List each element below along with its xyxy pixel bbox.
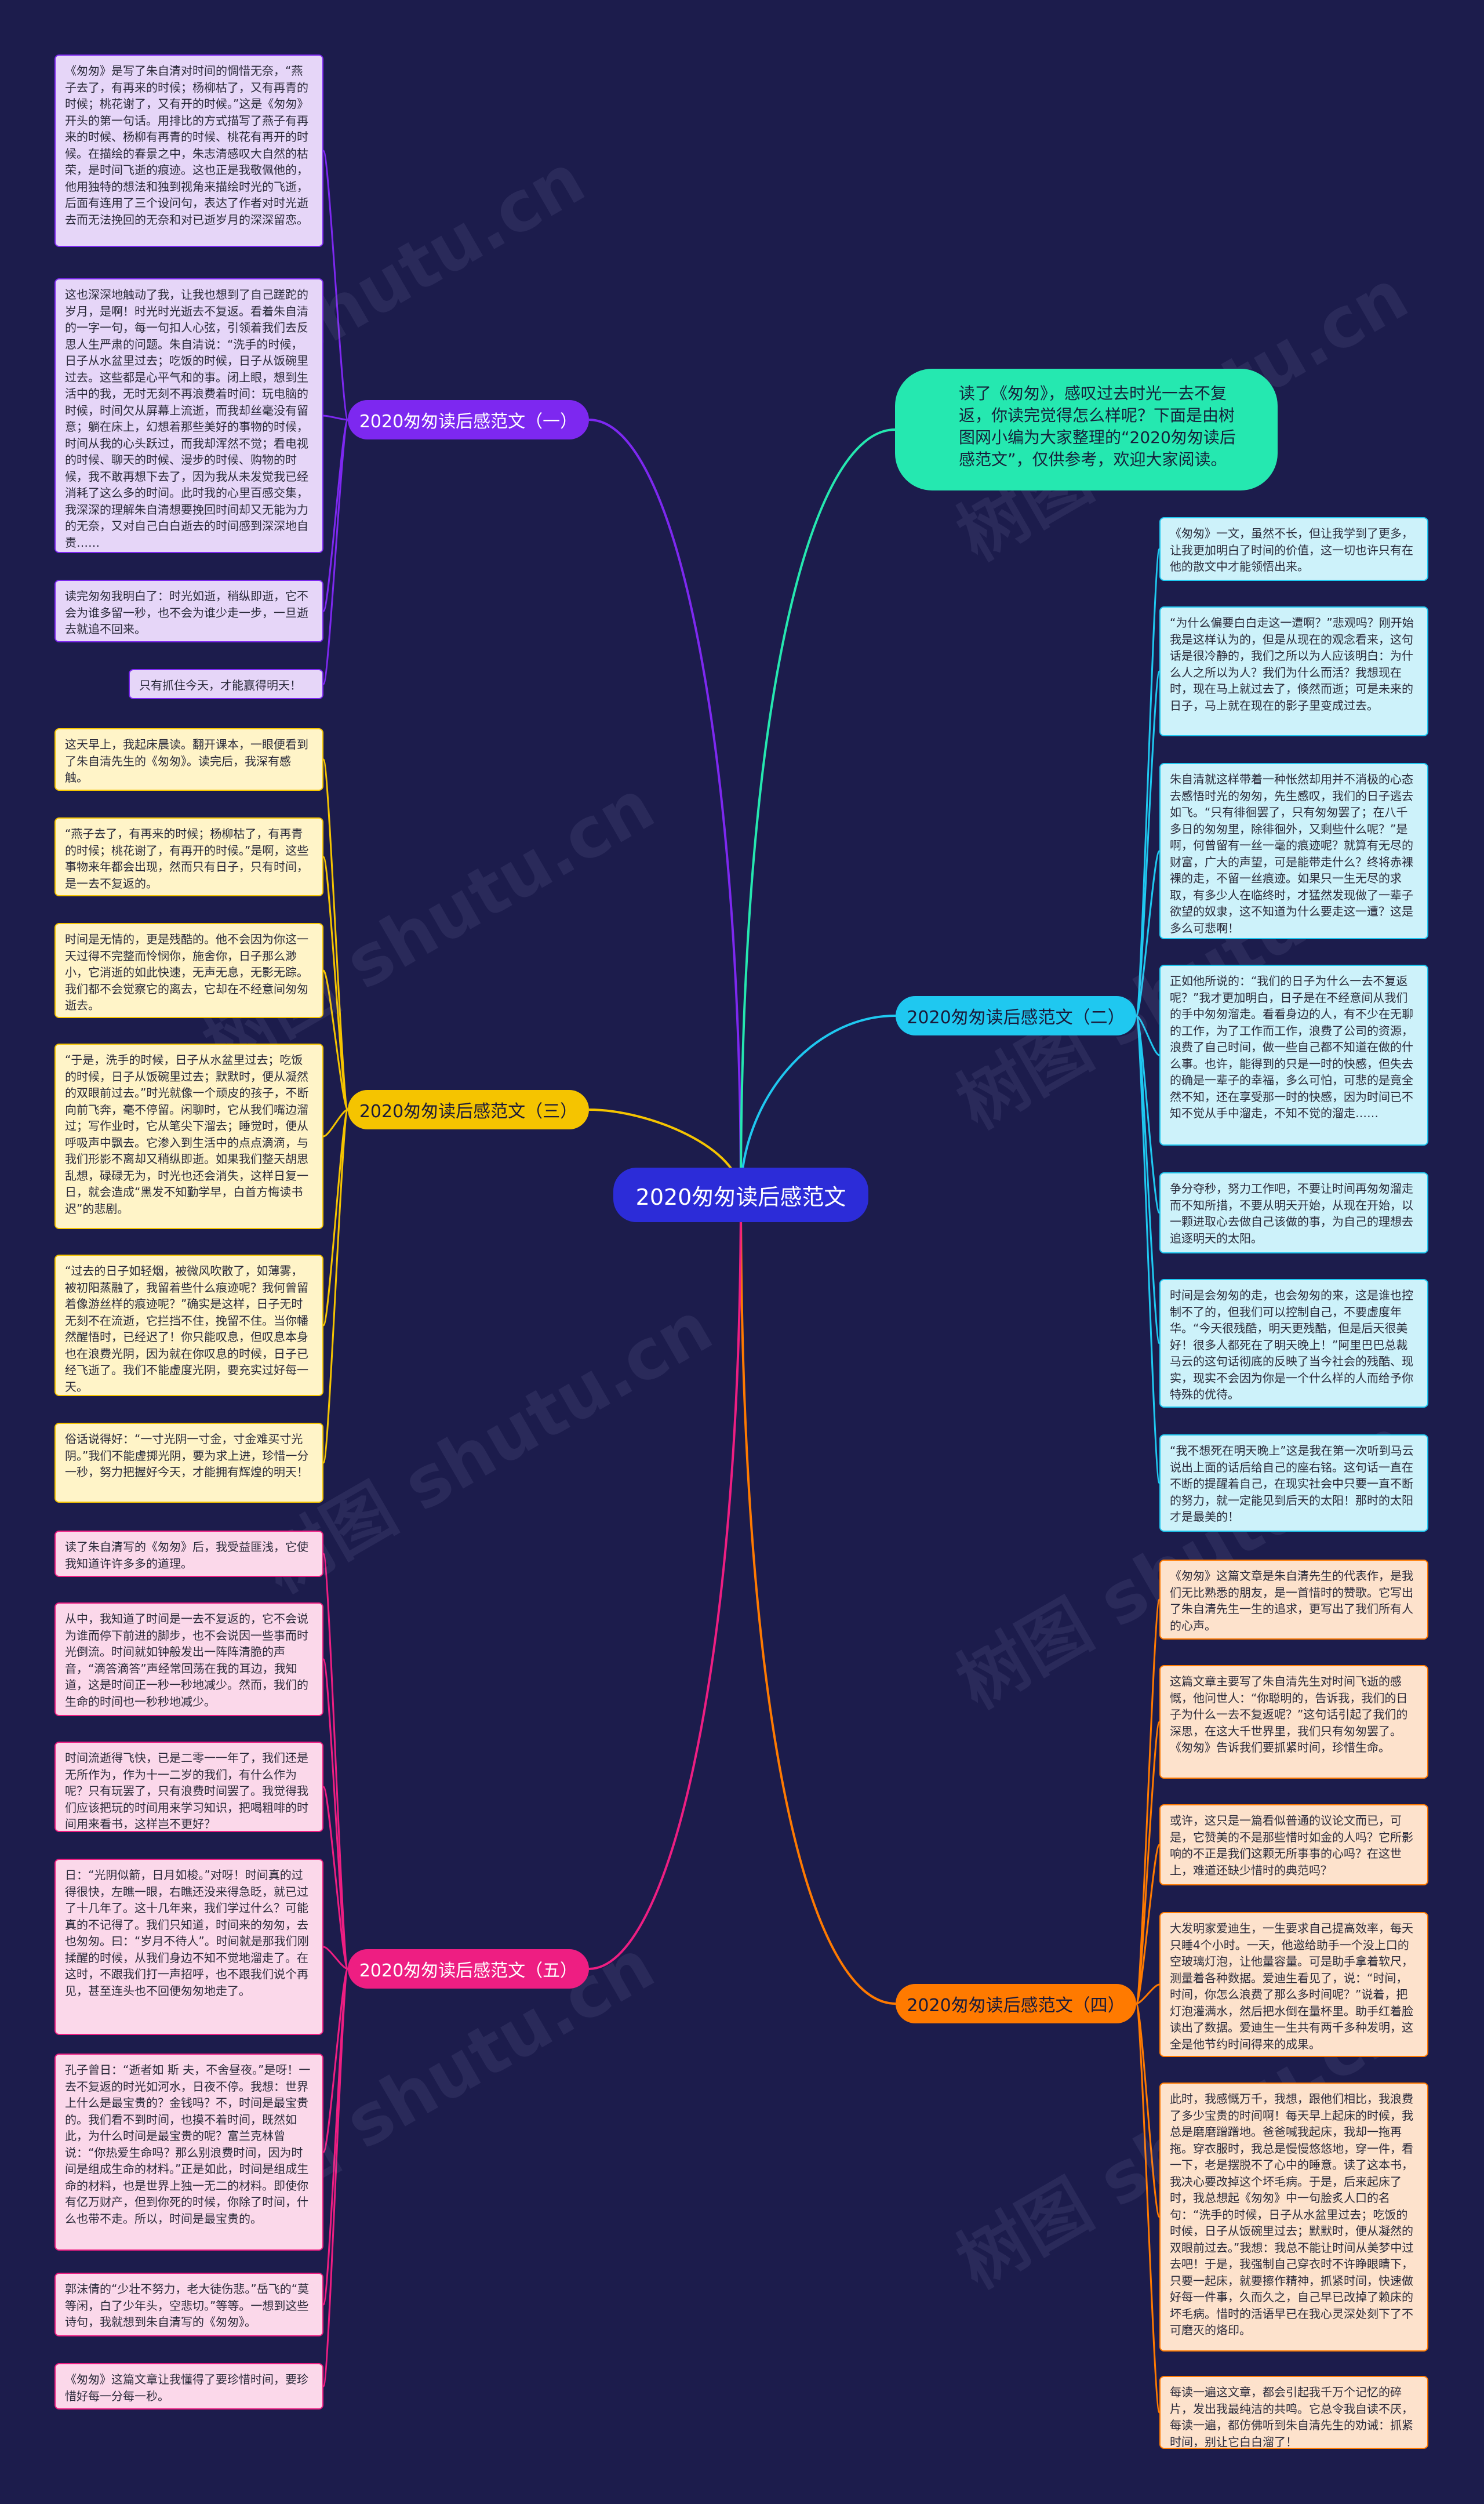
topic-branch-4[interactable]: 2020匆匆读后感范文（四）	[896, 1984, 1136, 2023]
leaf-note: 读完匆匆我明白了：时光如逝，稍纵即逝，它不会为谁多留一秒，也不会为谁少走一步，一…	[54, 580, 323, 642]
connector-line	[322, 758, 349, 1111]
leaf-note: 正如他所说的：“我们的日子为什么一去不复返呢？”我才更加明白，日子是在不经意间从…	[1159, 965, 1428, 1146]
connector-line	[1135, 1844, 1161, 2005]
connector-line	[1135, 2003, 1161, 2414]
connector-line	[322, 969, 349, 1111]
leaf-note: 孔子曾日：“逝者如 斯 夫，不舍昼夜。”是呀！一去不复返的时光如河水，日夜不停。…	[54, 2054, 323, 2251]
central-topic[interactable]: 2020匆匆读后感范文	[613, 1168, 868, 1222]
connector-line	[322, 1658, 349, 1970]
connector-line	[322, 856, 349, 1111]
leaf-note: 这篇文章主要写了朱自清先生对时间飞逝的感慨，他问世人：“你聪明的，告诉我，我们的…	[1159, 1665, 1428, 1779]
leaf-note: “为什么偏要白白走这一遭啊？”悲观吗？刚开始我是这样认为的，但是从现在的观念看来…	[1159, 606, 1428, 736]
leaf-note: 每读一遍这文章，都会引起我千万个记忆的碎片，发出我最纯洁的共鸣。它总令我自读不厌…	[1159, 2376, 1428, 2449]
topic-branch-3[interactable]: 2020匆匆读后感范文（三）	[348, 1090, 589, 1129]
connector-line	[1135, 1015, 1161, 1484]
leaf-note: “于是，洗手的时候，日子从水盆里过去；吃饭的时候，日子从饭碗里过去；默默时，便从…	[54, 1044, 323, 1229]
leaf-note: 这天早上，我起床晨读。翻开课本，一眼便看到了朱自清先生的《匆匆》。读完后，我深有…	[54, 728, 323, 791]
leaf-note: 《匆匆》这篇文章让我懂得了要珍惜时间，要珍惜好每一分每一秒。	[54, 2363, 323, 2409]
leaf-note: 时间流逝得飞快，已是二零一一年了，我们还是无所作为，作为十一二岁的我们，有什么作…	[54, 1742, 323, 1832]
leaf-note: 俗话说得好：“一寸光阴一寸金，寸金难买寸光阴。”我们不能虚掷光阴，要为求上进，珍…	[54, 1423, 323, 1503]
leaf-note: 日：“光阴似箭，日月如梭。”对呀！时间真的过得很快，左瞧一眼，右瞧还没来得急眨，…	[54, 1859, 323, 2035]
leaf-note: 《匆匆》一文，虽然不长，但让我学到了更多，让我更加明白了时间的价值，这一切也许只…	[1159, 517, 1428, 581]
connector-line	[1135, 850, 1161, 1017]
topic-branch-5[interactable]: 2020匆匆读后感范文（五）	[348, 1949, 589, 1989]
leaf-note: 郭沫倩的“少壮不努力，老大徒伤悲。”岳飞的“莫等闲，白了少年头，空悲切。”等等。…	[54, 2273, 323, 2336]
connector-line	[740, 428, 896, 1195]
leaf-note: 或许，这只是一篇看似普通的议论文而已，可是，它赞美的不是那些惜时如金的人吗？它所…	[1159, 1804, 1428, 1885]
connector-line	[322, 150, 349, 421]
leaf-note: 《匆匆》这篇文章是朱自清先生的代表作，是我们无比熟悉的朋友，是一首惜时的赞歌。它…	[1159, 1560, 1428, 1640]
connector-line	[322, 1786, 349, 1970]
leaf-note: “我不想死在明天晚上”这是我在第一次听到马云说出上面的话后给自己的座右铭。这句话…	[1159, 1434, 1428, 1532]
connector-line	[588, 1194, 742, 1970]
connector-line	[323, 415, 348, 421]
topic-branch-2[interactable]: 2020匆匆读后感范文（二）	[896, 996, 1136, 1035]
leaf-note: 大发明家爱迪生，一生要求自己提高效率，每天只睡4个小时。一天，他邀给助手一个没上…	[1159, 1912, 1428, 2057]
connector-line	[322, 1553, 349, 1970]
leaf-note: 这也深深地触动了我，让我也想到了自己蹉跎的岁月，是啊！时光时光逝去不复返。看着朱…	[54, 278, 323, 553]
connector-line	[322, 1109, 349, 1464]
leaf-note: “过去的日子如轻烟，被微风吹散了，如薄雾，被初阳蒸融了，我留着些什么痕迹呢？我何…	[54, 1255, 323, 1396]
connector-line	[1135, 1721, 1161, 2005]
connector-line	[740, 1015, 896, 1195]
connector-line	[588, 419, 742, 1195]
topic-branch-1[interactable]: 2020匆匆读后感范文（一）	[348, 400, 589, 439]
connector-line	[323, 1946, 348, 1970]
leaf-note: 读了朱自清写的《匆匆》后，我受益匪浅，它使我知道许许多多的道理。	[54, 1531, 323, 1577]
intro-node[interactable]: 读了《匆匆》，感叹过去时光一去不复返，你读完觉得怎么样呢？下面是由树图网小编为大…	[895, 369, 1278, 490]
leaf-note: 朱自清就这样带着一种怅然却用并不消极的心态去感悟时光的匆匆，先生感叹，我们的日子…	[1159, 763, 1428, 939]
connector-line	[1136, 1015, 1160, 1056]
connector-line	[323, 1109, 348, 1137]
leaf-note: 《匆匆》是写了朱自清对时间的惆惜无奈，“燕子去了，有再来的时候；杨柳枯了，又有再…	[54, 54, 323, 247]
connector-line	[322, 1968, 349, 2387]
leaf-note: 时间是无情的，更是残酷的。他不会因为你这一天过得不完整而怜悯你，施舍你，日子那么…	[54, 923, 323, 1018]
leaf-note: 只有抓住今天，才能赢得明天！	[129, 669, 323, 699]
leaf-note: 从中，我知道了时间是一去不复返的，它不会说为谁而停下前进的脚步，也不会说因一些事…	[54, 1602, 323, 1716]
leaf-note: “燕子去了，有再来的时候；杨柳枯了，有再青的时候；桃花谢了，有再开的时候。”是啊…	[54, 817, 323, 896]
connector-line	[1135, 670, 1161, 1017]
leaf-note: 此时，我感慨万千，我想，跟他们相比，我浪费了多少宝贵的时间啊！每天早上起床的时候…	[1159, 2083, 1428, 2352]
leaf-note: 时间是会匆匆的走，也会匆匆的来，这是谁也控制不了的，但我们可以控制自己，不要虚度…	[1159, 1279, 1428, 1408]
connector-line	[1135, 1598, 1161, 2005]
connector-line	[1135, 548, 1161, 1017]
connector-line	[322, 419, 349, 685]
connector-line	[1136, 1983, 1160, 2005]
connector-line	[740, 1194, 896, 2005]
leaf-note: 争分夺秒，努力工作吧，不要让时间再匆匆溜走而不知所措，不要从明天开始，从现在开始…	[1159, 1172, 1428, 1253]
